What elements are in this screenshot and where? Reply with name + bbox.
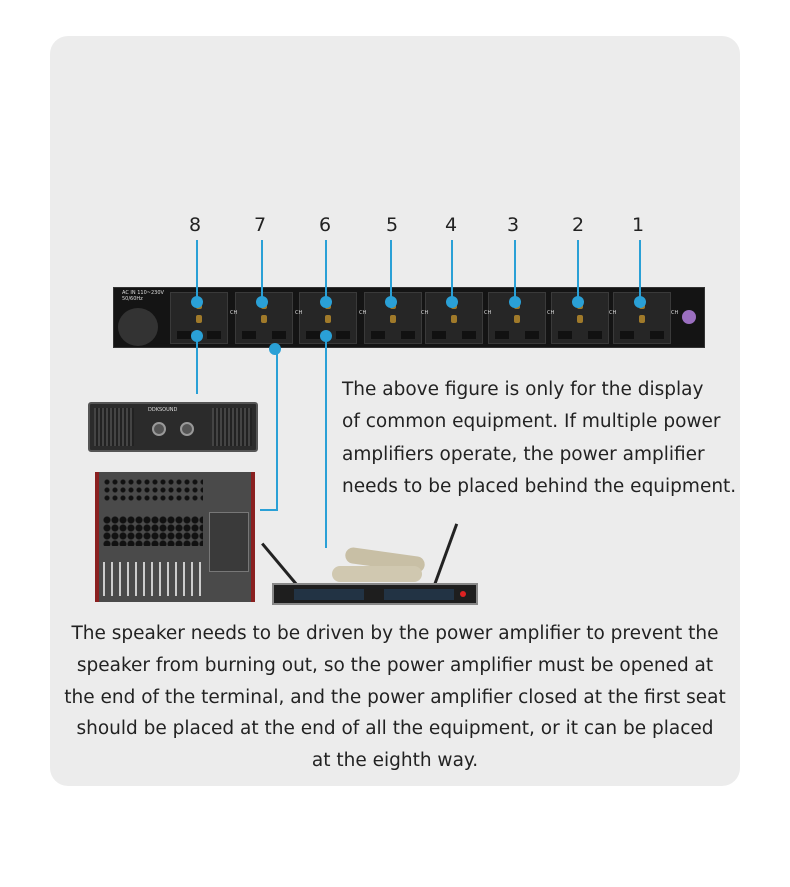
instruction-line: at the eighth way. <box>311 750 479 772</box>
connector-dot <box>446 296 458 308</box>
ch-label: CH <box>484 310 492 316</box>
display-note: The above figure is only for the display… <box>342 374 736 503</box>
wireless-connector-line <box>325 336 327 548</box>
ch-label: CH <box>359 310 367 316</box>
instruction-line: speaker from burning out, so the power a… <box>76 654 714 676</box>
socket-3 <box>488 292 546 344</box>
power-indicator-icon <box>682 310 696 324</box>
connector-line <box>325 240 327 302</box>
speaker-instructions: The speaker needs to be driven by the po… <box>50 618 740 777</box>
connector-line <box>390 240 392 302</box>
connector-dot <box>191 330 203 342</box>
connector-line <box>451 240 453 302</box>
channel-number-6: 6 <box>318 214 332 236</box>
channel-number-3: 3 <box>506 214 520 236</box>
amp-connector-line <box>196 336 198 394</box>
connector-dot <box>572 296 584 308</box>
mixer-connector-line <box>260 509 278 511</box>
channel-number-4: 4 <box>444 214 458 236</box>
channel-number-7: 7 <box>253 214 267 236</box>
connector-dot <box>634 296 646 308</box>
input-label: AC IN 110~230V 50/60Hz <box>122 290 164 302</box>
channel-number-8: 8 <box>188 214 202 236</box>
ch-label: CH <box>230 310 238 316</box>
ch-label: CH <box>609 310 617 316</box>
channel-number-2: 2 <box>571 214 585 236</box>
ch-label: CH <box>547 310 555 316</box>
microphone-image <box>332 566 422 582</box>
channel-number-1: 1 <box>631 214 645 236</box>
note-line: The above figure is only for the display <box>342 379 704 400</box>
mixer-connector-line <box>276 349 278 511</box>
connector-line <box>577 240 579 302</box>
connector-line <box>514 240 516 302</box>
connector-dot <box>191 296 203 308</box>
connector-line <box>639 240 641 302</box>
connector-line <box>261 240 263 302</box>
connector-dot <box>320 330 332 342</box>
note-line: needs to be placed behind the equipment. <box>342 475 737 497</box>
channel-number-5: 5 <box>385 214 399 236</box>
power-connector <box>118 308 158 346</box>
instruction-line: The speaker needs to be driven by the po… <box>71 623 719 644</box>
amp-brand: DDKSOUND <box>148 407 178 413</box>
ch-label: CH <box>671 310 679 316</box>
connector-dot <box>385 296 397 308</box>
connector-dot <box>269 343 281 355</box>
ch-label: CH <box>421 310 429 316</box>
instruction-line: should be placed at the end of all the e… <box>76 718 714 740</box>
power-amplifier-image: DDKSOUND <box>88 402 258 452</box>
connector-dot <box>320 296 332 308</box>
power-sequencer-rack: AC IN 110~230V 50/60Hz CH CH CH CH CH CH… <box>113 287 705 348</box>
mixer-image <box>95 472 255 602</box>
connector-line <box>196 240 198 302</box>
connector-dot <box>256 296 268 308</box>
instruction-line: the end of the terminal, and the power a… <box>64 686 726 708</box>
wireless-receiver-image <box>272 583 478 605</box>
connector-dot <box>509 296 521 308</box>
ch-label: CH <box>295 310 303 316</box>
note-line: of common equipment. If multiple power <box>342 411 721 433</box>
note-line: amplifiers operate, the power amplifier <box>342 443 705 465</box>
